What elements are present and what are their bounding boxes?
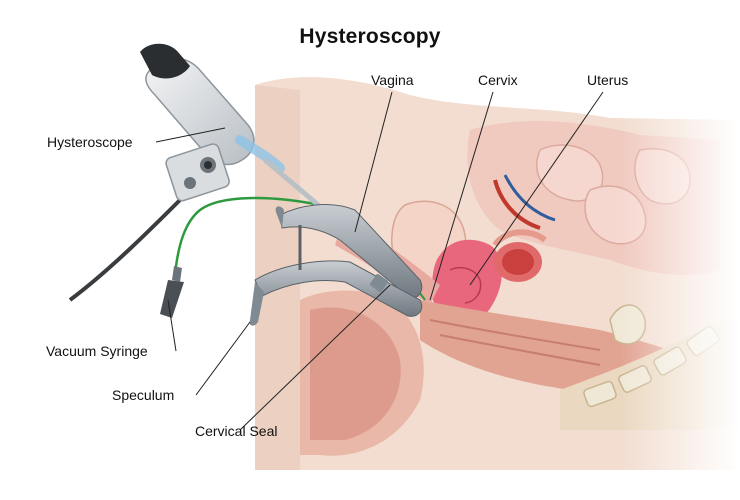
label-hysteroscope: Hysteroscope — [47, 134, 133, 150]
uterus-shape — [432, 229, 547, 327]
label-vacuum-syringe: Vacuum Syringe — [46, 343, 148, 359]
label-vagina: Vagina — [371, 72, 414, 88]
speculum-instrument — [249, 204, 423, 326]
scope-cable — [68, 193, 187, 302]
label-cervical-seal: Cervical Seal — [195, 423, 278, 439]
hysteroscope — [140, 43, 332, 217]
label-uterus: Uterus — [587, 72, 629, 88]
label-speculum: Speculum — [112, 387, 175, 403]
label-cervix: Cervix — [478, 72, 518, 88]
vacuum-syringe — [160, 266, 184, 318]
diagram-title: Hysteroscopy — [299, 25, 441, 48]
leader-lines — [155, 91, 604, 431]
